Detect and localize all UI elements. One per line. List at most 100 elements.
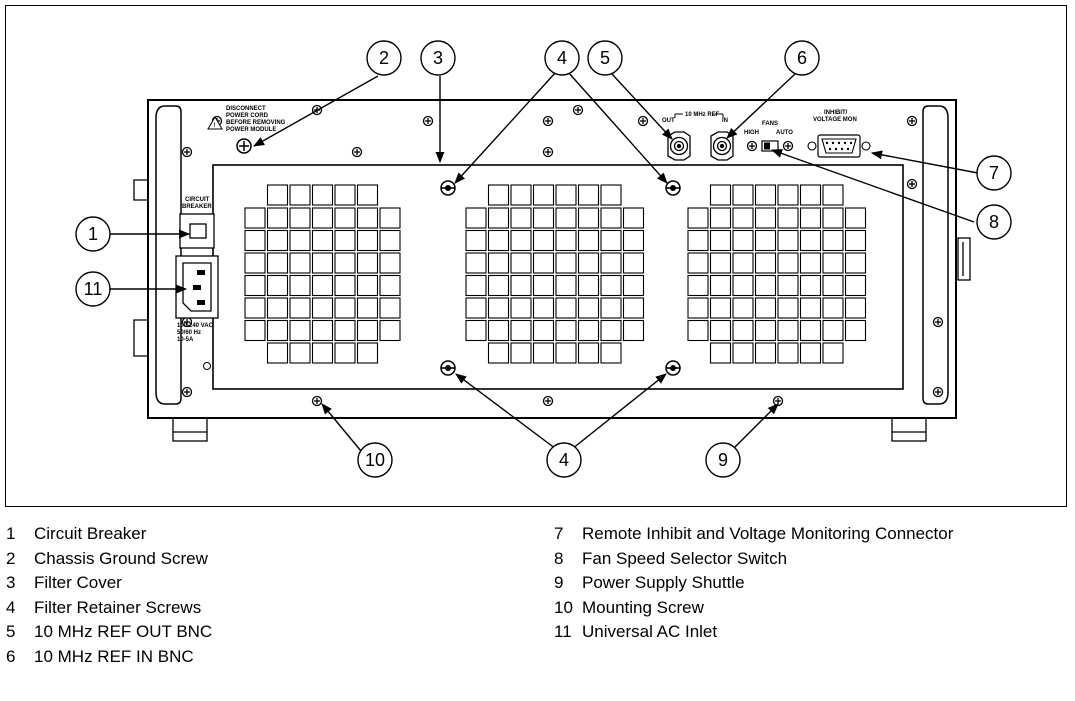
- vent-slot: [289, 319, 311, 342]
- vent-slot: [311, 207, 334, 229]
- vent-slot: [555, 274, 577, 297]
- inhibit-voltage-connector: INHIBIT/ VOLTAGE MON: [807, 110, 871, 158]
- vent-slot: [487, 229, 510, 252]
- warning-line: BEFORE REMOVING: [226, 120, 286, 126]
- vent-slot: [334, 297, 356, 319]
- dsub-pin: [846, 147, 850, 151]
- vent-slot: [510, 229, 532, 252]
- warning-line: POWER CORD: [226, 113, 269, 119]
- ref-out-label: OUT: [662, 118, 675, 124]
- ref-out-bnc: [667, 131, 691, 161]
- vent-slot: [510, 184, 532, 206]
- vent-slot: [289, 274, 311, 297]
- vent-slot: [777, 274, 799, 297]
- legend-label: 10 MHz REF IN BNC: [34, 646, 194, 666]
- vent-slot: [622, 319, 645, 342]
- vent-slot: [311, 319, 334, 342]
- callout-9: 9: [718, 450, 728, 470]
- figure-frame: [5, 5, 1067, 507]
- vent-slot: [356, 252, 379, 274]
- vent-slot: [822, 184, 844, 206]
- warning-label: ! DISCONNECT POWER CORD BEFORE REMOVING …: [207, 106, 286, 133]
- left-side-tabs: [133, 179, 149, 357]
- vent-slot: [687, 252, 709, 274]
- vent-slot: [600, 207, 622, 229]
- vent-slot: [487, 252, 510, 274]
- legend-label: Remote Inhibit and Voltage Monitoring Co…: [582, 524, 954, 543]
- legend-label: Filter Cover: [34, 573, 122, 592]
- panel-screw: [542, 115, 554, 127]
- vent-slot: [687, 297, 709, 319]
- panel-screw: [932, 316, 944, 328]
- vent-slot: [799, 229, 822, 252]
- circuit-breaker-label: BREAKER: [182, 204, 212, 210]
- dsub-pin: [831, 141, 835, 145]
- vent-slot: [244, 252, 266, 274]
- vent-slot: [510, 274, 532, 297]
- vent-slot: [334, 319, 356, 342]
- panel-screw: [906, 178, 918, 190]
- vent-slot: [754, 252, 777, 274]
- legend-number: 3: [6, 573, 16, 592]
- svg-text:!: !: [214, 123, 216, 129]
- callout-numbers: 1 11 2 3 4 5 6 7 8 9 4 10: [84, 48, 999, 470]
- vent-slot: [510, 207, 532, 229]
- vent-slot: [799, 252, 822, 274]
- vent-slot: [687, 319, 709, 342]
- circuit-breaker-label: CIRCUIT: [185, 197, 210, 203]
- dsub-pin: [828, 147, 832, 151]
- vent-slot: [266, 229, 289, 252]
- vent-slot: [532, 252, 555, 274]
- vent-slot: [732, 184, 754, 206]
- vent-slot: [754, 342, 777, 364]
- vent-slot: [311, 229, 334, 252]
- vent-slot: [532, 319, 555, 342]
- legend-label: Circuit Breaker: [34, 524, 147, 543]
- ac-rating: 100-240 VAC: [177, 323, 214, 329]
- legend-label: Power Supply Shuttle: [582, 573, 745, 592]
- chassis-rear-panel-diagram: ! DISCONNECT POWER CORD BEFORE REMOVING …: [75, 40, 1012, 478]
- dsub-pin: [843, 141, 847, 145]
- panel-screw: [542, 395, 554, 407]
- dsub-pin: [840, 147, 844, 151]
- vent-slot: [311, 184, 334, 206]
- vent-slot: [555, 342, 577, 364]
- vent-slot: [244, 274, 266, 297]
- vent-slot: [379, 207, 401, 229]
- svg-text:VOLTAGE MON: VOLTAGE MON: [813, 117, 857, 123]
- right-side-tab: [957, 237, 971, 281]
- vent-slot: [754, 274, 777, 297]
- legend-number: 9: [554, 573, 564, 592]
- vent-slot: [754, 319, 777, 342]
- warning-line: POWER MODULE: [226, 127, 276, 133]
- vent-slot: [622, 274, 645, 297]
- vent-slot: [777, 229, 799, 252]
- vent-slot: [600, 274, 622, 297]
- vent-slot: [465, 319, 487, 342]
- ac-rating: 10-5A: [177, 337, 194, 343]
- vent-slot: [754, 229, 777, 252]
- vent-slot: [555, 229, 577, 252]
- vent-slot: [244, 297, 266, 319]
- panel-screw: [351, 146, 363, 158]
- callout-4-bottom: 4: [559, 450, 569, 470]
- panel-screw: [572, 104, 584, 116]
- fan-high-label: HIGH: [744, 130, 759, 136]
- svg-text:10 MHz REF: 10 MHz REF: [685, 112, 720, 118]
- vent-slot: [510, 252, 532, 274]
- vent-slot: [487, 184, 510, 206]
- vent-slot: [465, 252, 487, 274]
- callout-circles: [75, 40, 1012, 478]
- vent-slot: [311, 297, 334, 319]
- vent-slot: [799, 207, 822, 229]
- legend-label: 10 MHz REF OUT BNC: [34, 622, 213, 641]
- vent-slot: [532, 184, 555, 206]
- warning-line: DISCONNECT: [226, 106, 266, 112]
- vent-slot: [577, 319, 600, 342]
- vent-slot: [379, 319, 401, 342]
- vent-slot: [822, 297, 844, 319]
- vent-slot: [465, 207, 487, 229]
